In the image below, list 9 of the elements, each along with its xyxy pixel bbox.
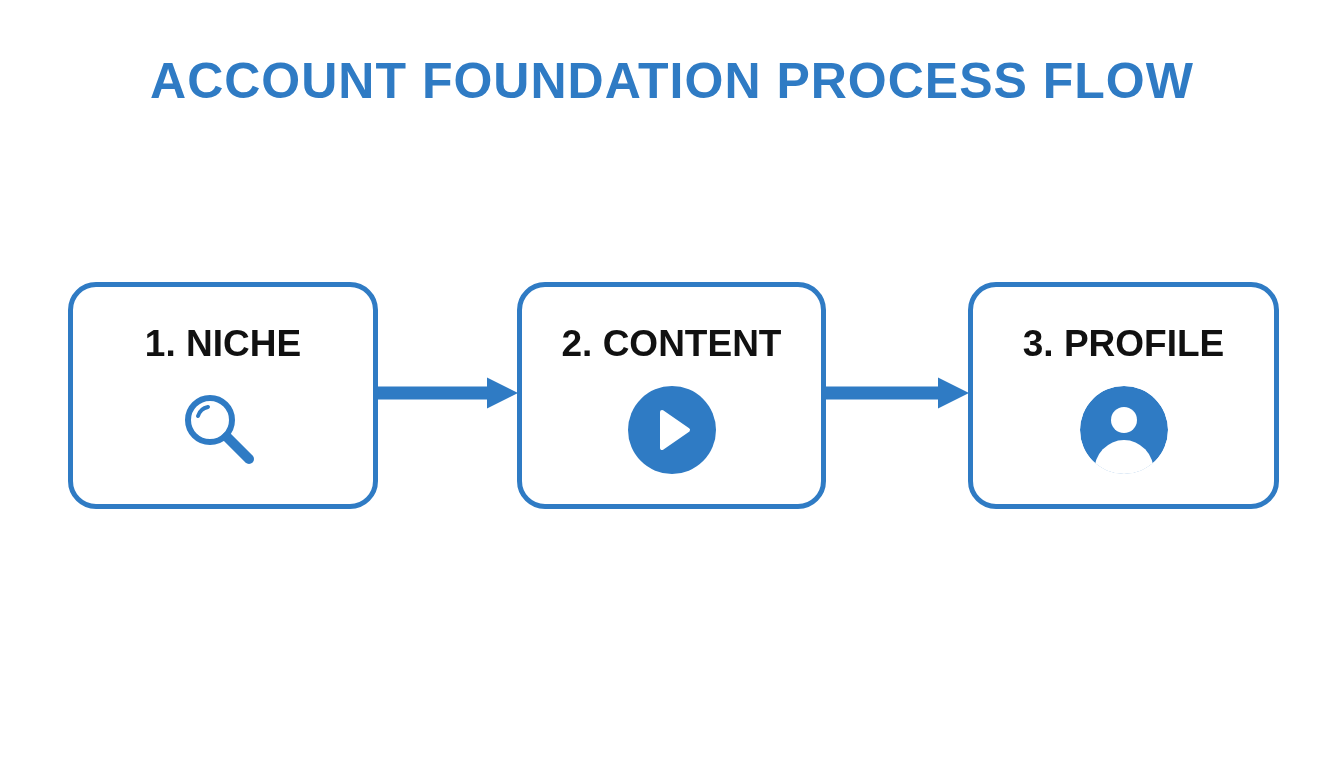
process-box	[968, 282, 1279, 509]
process-box	[517, 282, 826, 509]
step-label: 2. CONTENT	[560, 323, 783, 365]
step-label: 3. PROFILE	[1021, 323, 1226, 365]
diagram-title: ACCOUNT FOUNDATION PROCESS FLOW	[149, 52, 1195, 110]
arrow	[826, 377, 970, 409]
arrow	[378, 377, 519, 409]
process-box	[68, 282, 378, 509]
step-label: 1. NICHE	[143, 323, 303, 365]
